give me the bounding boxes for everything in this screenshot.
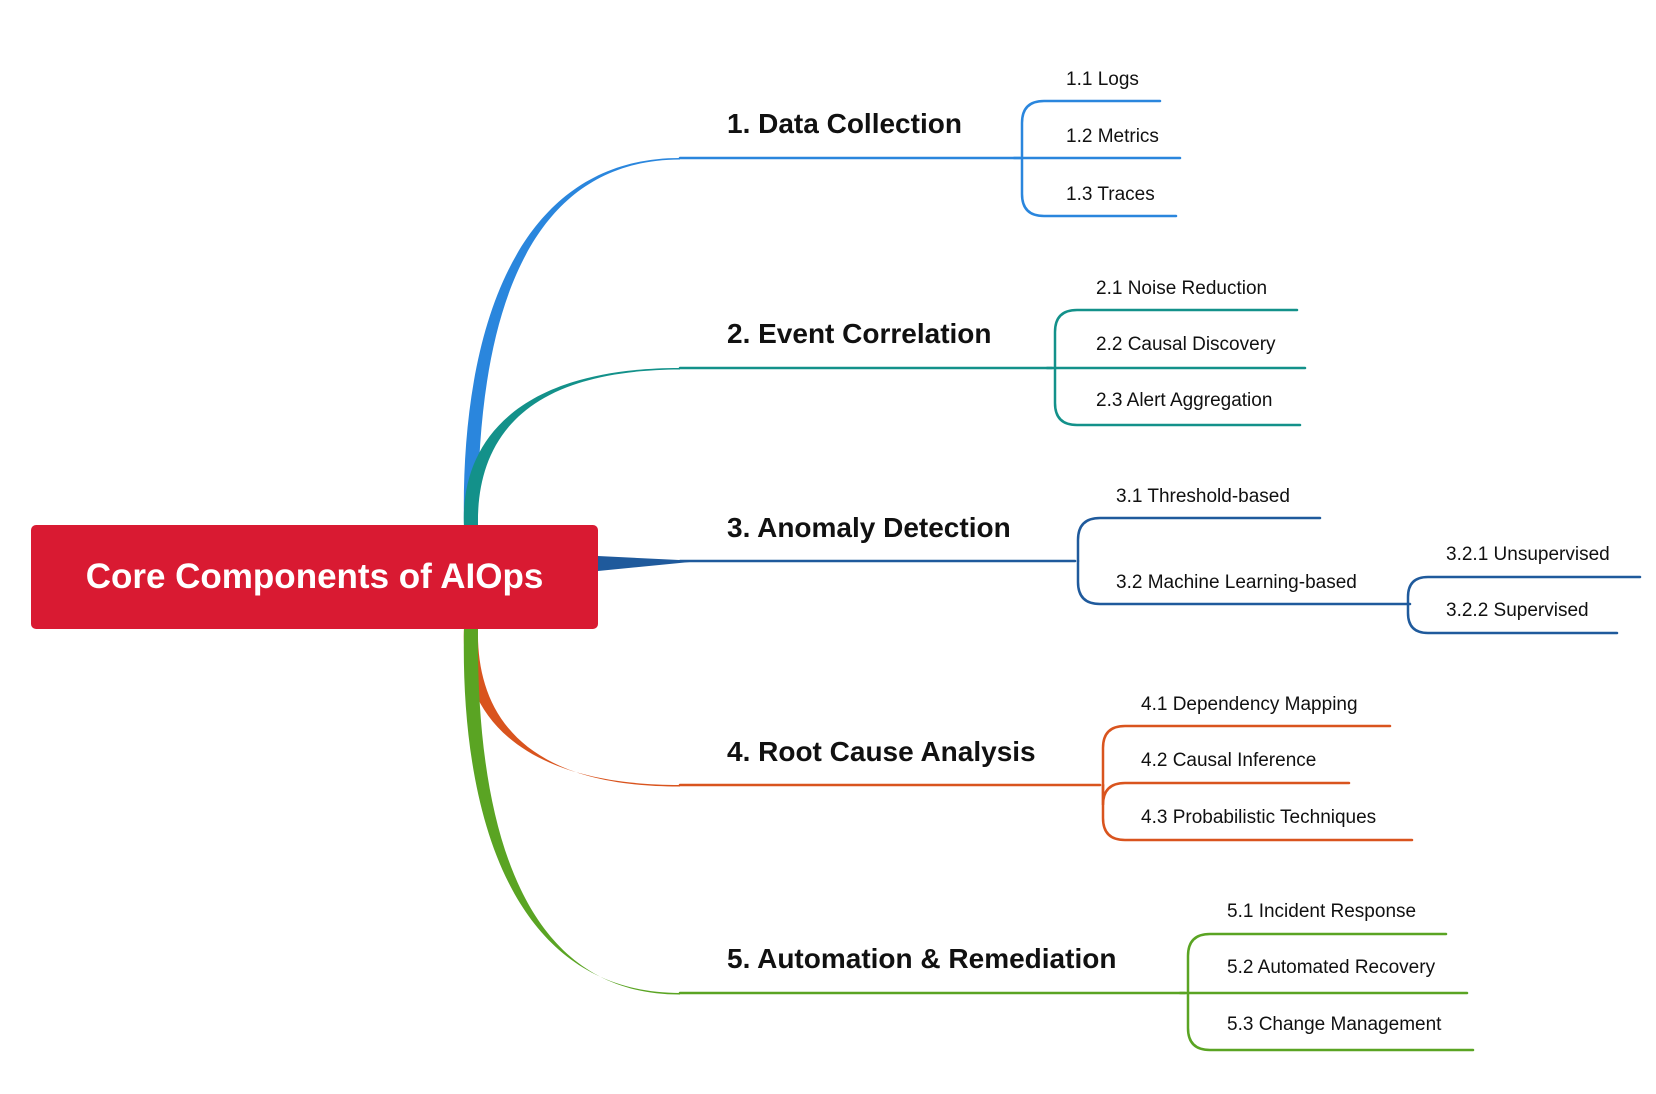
branch-4-label: 4. Root Cause Analysis	[727, 736, 1036, 767]
leaf-2-1-connector	[1053, 308, 1299, 370]
leaf-1-3-connector	[1020, 156, 1178, 218]
leaf-4-1: 4.1 Dependency Mapping	[1141, 694, 1358, 715]
leaf-4-2: 4.2 Causal Inference	[1141, 750, 1317, 771]
leaf-1-2: 1.2 Metrics	[1066, 126, 1159, 147]
leaf-2-3-connector	[1053, 366, 1302, 427]
leaf-5-3: 5.3 Change Management	[1227, 1014, 1442, 1035]
leaf-5-2: 5.2 Automated Recovery	[1227, 957, 1436, 978]
root-node-label: Core Components of AIOps	[85, 557, 544, 596]
leaf-2-1: 2.1 Noise Reduction	[1096, 278, 1268, 299]
leaf-5-3-connector	[1186, 991, 1475, 1052]
leaf-4-1-connector	[1101, 724, 1392, 787]
leaf-5-1-connector	[1186, 932, 1448, 995]
branch-3-label: 3. Anomaly Detection	[727, 512, 1011, 543]
leaf-3-2-1: 3.2.1 Unsupervised	[1446, 544, 1610, 565]
branch-4-connector	[463, 628, 680, 787]
leaf-3-2: 3.2 Machine Learning-based	[1116, 572, 1357, 593]
branch-5-connector	[463, 628, 680, 995]
branch-3-connector	[598, 556, 700, 571]
leaf-3-2-1-connector	[1406, 575, 1642, 606]
leaf-3-2-connector	[1076, 559, 1412, 606]
root-node: Core Components of AIOps	[31, 525, 598, 629]
leaf-1-1: 1.1 Logs	[1066, 69, 1139, 90]
branch-1-label: 1. Data Collection	[727, 108, 962, 139]
branch-2-connector	[463, 368, 680, 527]
leaf-3-1: 3.1 Threshold-based	[1116, 486, 1290, 507]
branch-5-label: 5. Automation & Remediation	[727, 943, 1117, 974]
branch-2-label: 2. Event Correlation	[727, 318, 992, 349]
leaf-4-2-connector	[1101, 781, 1351, 806]
leaf-1-1-connector	[1020, 99, 1162, 160]
leaf-1-3: 1.3 Traces	[1066, 184, 1155, 205]
leaf-3-2-2: 3.2.2 Supervised	[1446, 600, 1589, 621]
branch-1-connector	[463, 158, 680, 527]
leaf-2-3: 2.3 Alert Aggregation	[1096, 390, 1273, 411]
leaf-5-1: 5.1 Incident Response	[1227, 901, 1417, 922]
leaf-3-1-connector	[1076, 516, 1322, 563]
leaf-4-3: 4.3 Probabilistic Techniques	[1141, 807, 1377, 828]
leaf-2-2: 2.2 Causal Discovery	[1096, 334, 1276, 355]
leaf-3-2-2-connector	[1406, 602, 1619, 635]
leaf-4-3-connector	[1101, 783, 1414, 842]
